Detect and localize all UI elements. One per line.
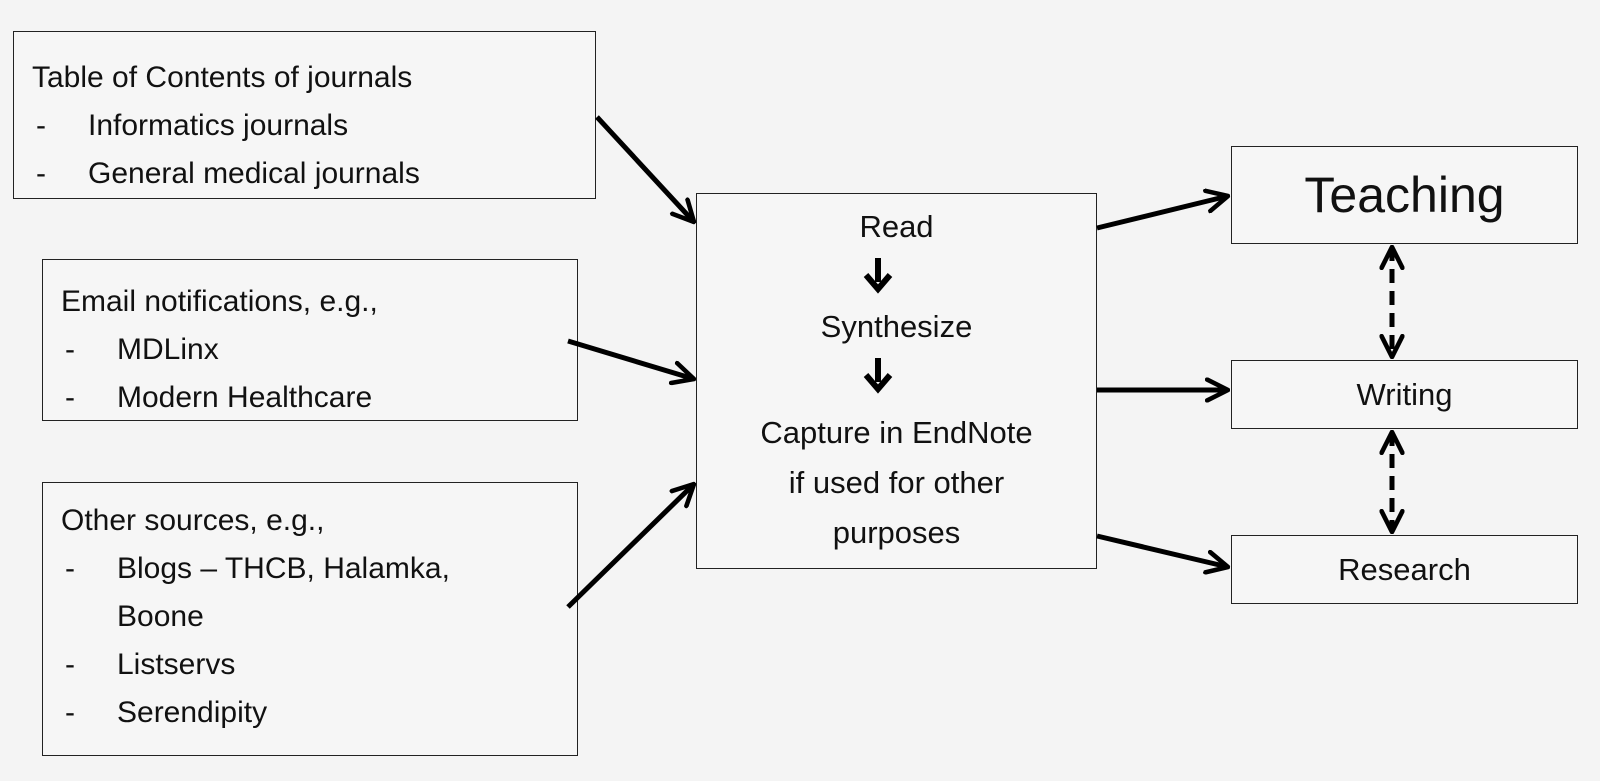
arrow-process-to-teaching: [1096, 196, 1228, 231]
bullet-dash: -: [65, 696, 75, 729]
bullet-dash: -: [65, 648, 75, 681]
bullet-dash: -: [65, 333, 75, 366]
bullet-dash: -: [36, 157, 46, 190]
list-item-text: MDLinx: [117, 333, 219, 366]
output-label: Writing: [1356, 376, 1453, 412]
source-title: Table of Contents of journals: [32, 61, 413, 94]
list-item: - Listservs: [61, 641, 577, 689]
list-item-text: Informatics journals: [88, 109, 349, 142]
step-capture: Capture in EndNote if used for other pur…: [697, 408, 1096, 558]
output-label: Research: [1338, 551, 1471, 587]
list-item-text: Blogs – THCB, Halamka,: [117, 552, 450, 585]
step-capture-line: purposes: [832, 515, 961, 550]
output-box-research: Research: [1231, 535, 1578, 604]
list-item-text: Listservs: [117, 648, 236, 681]
list-item-continuation: Boone: [117, 600, 204, 633]
arrow-email-to-process: [567, 338, 694, 379]
step-synthesize: Synthesize: [820, 309, 973, 344]
bullet-dash: -: [65, 552, 75, 585]
list-item-text: Modern Healthcare: [117, 381, 373, 414]
step-read: Read: [859, 209, 934, 244]
arrow-process-to-research: [1096, 533, 1228, 567]
output-box-writing: Writing: [1231, 360, 1578, 429]
bullet-dash: -: [65, 381, 75, 414]
output-box-teaching: Teaching: [1231, 146, 1578, 244]
list-item: - Serendipity: [61, 689, 577, 737]
source-box-email: Email notifications, e.g., - MDLinx - Mode…: [42, 259, 578, 421]
source-title: Email notifications, e.g.,: [61, 285, 378, 318]
step-capture-line: Capture in EndNote: [760, 415, 1033, 450]
source-title: Other sources, e.g.,: [61, 504, 325, 537]
step-capture-line: if used for other: [788, 465, 1005, 500]
list-item: - General medical journals: [32, 150, 595, 198]
arrow-toc-to-process: [595, 115, 694, 222]
list-item: - MDLinx: [61, 326, 577, 374]
source-box-other: Other sources, e.g., - Blogs – THCB, Hala…: [42, 482, 578, 756]
list-item: - Modern Healthcare: [61, 374, 577, 422]
process-box: Read Synthesize Capture in EndNote if us…: [696, 193, 1097, 569]
list-item-text: Serendipity: [117, 696, 268, 729]
output-label: Teaching: [1304, 167, 1505, 223]
arrow-other-to-process: [566, 484, 694, 609]
list-item-text: General medical journals: [88, 157, 420, 190]
list-item: - Informatics journals: [32, 102, 595, 150]
list-item: - Blogs – THCB, Halamka,: [61, 545, 577, 593]
bullet-dash: -: [36, 109, 46, 142]
source-box-toc: Table of Contents of journals - Informati…: [13, 31, 596, 199]
